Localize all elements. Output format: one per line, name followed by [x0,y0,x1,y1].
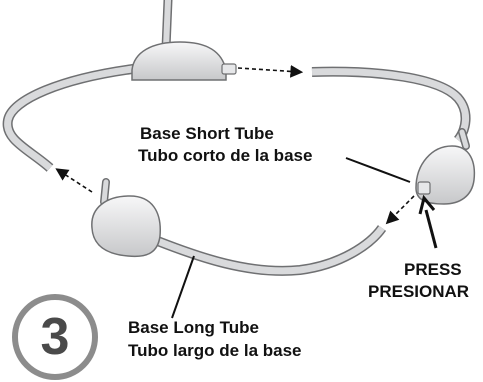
assembly-diagram [2,0,476,319]
long-tube-label-es: Tubo largo de la base [128,341,302,360]
press-label-es: PRESIONAR [368,282,470,301]
short-tube-leader [345,157,411,183]
upper-left-tube [2,63,141,172]
short-tube-label-es: Tubo corto de la base [138,146,313,165]
top-hub [131,41,237,81]
supply-tube [161,0,173,53]
step-number-badge: 3 [12,294,98,380]
connect-arrow-right [385,195,415,225]
step-number: 3 [41,308,70,366]
right-hub [415,128,476,205]
short-tube-label-en: Base Short Tube [140,124,274,143]
short-tube [311,66,471,144]
press-arrow [418,194,438,249]
left-hub [91,178,161,258]
long-tube-leader [171,255,195,319]
press-label-en: PRESS [404,260,462,279]
connect-arrow-top [237,64,304,78]
long-tube [148,224,387,276]
long-tube-label-en: Base Long Tube [128,318,259,337]
connect-arrow-left [55,168,93,193]
